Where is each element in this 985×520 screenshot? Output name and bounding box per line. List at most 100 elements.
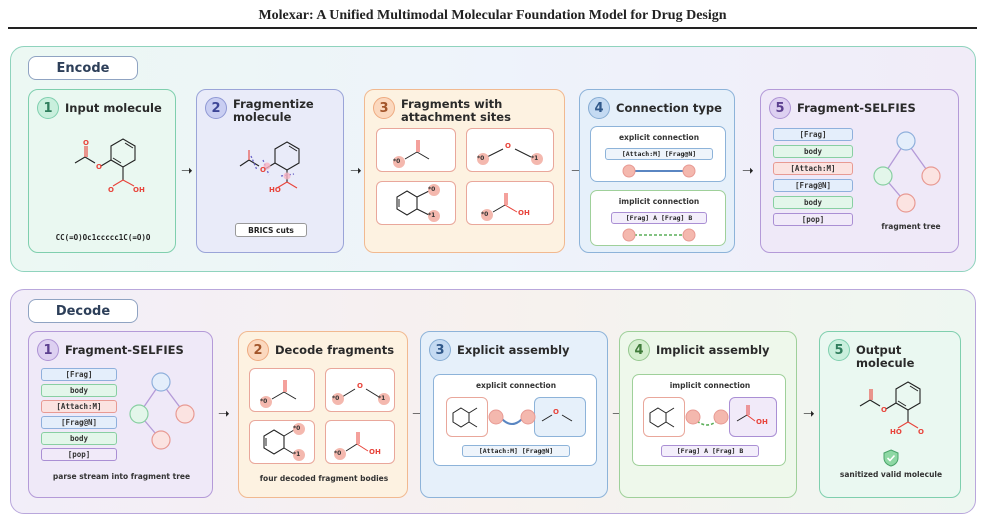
implicit-connection-label: implicit connection [618,197,700,206]
step-number-badge: 4 [628,339,650,361]
atom-label-o: O [357,382,363,390]
atom-label-ho: HO [890,428,902,436]
output-caption: sanitized valid molecule [839,470,943,479]
atom-label-o: O [505,142,511,150]
attach-site-label: *0 [293,425,301,432]
explicit-assembly-box: explicit connection O [Attach:M] [Frag@N… [433,374,597,466]
implicit-token-pill: [Frag] A [Frag] B [661,445,759,457]
decode-step-explicit-assembly: 3 Explicit assembly explicit connection … [420,331,608,498]
flow-arrow: ➝ [803,406,815,422]
encode-label: Encode [28,56,138,80]
step-title: Decode fragments [275,343,395,357]
atom-label-o: O [260,166,266,174]
fragment-carboxyl: OH *0 [325,420,395,464]
fragment-carboxyl: OH *0 [466,181,554,225]
decode-step-fragment-selfies: 1 Fragment-SELFIES [Frag] body [Attach:M… [28,331,213,498]
selfies-token: body [773,145,853,158]
explicit-connection-label: explicit connection [618,133,700,142]
step-title: Input molecule [65,101,162,115]
attach-site-label: *0 [332,395,340,402]
attach-site-label: *1 [531,155,539,162]
fragment-benzene: *0 *1 [249,420,315,464]
flow-arrow: ➝ [612,406,624,422]
decode-step-output-molecule: 5 Output molecule O HO O sanitized valid… [819,331,961,498]
step-title: Connection type [616,101,722,115]
attach-site-label: *0 [477,155,485,162]
attach-site-label: *0 [260,398,268,405]
step-number-badge: 5 [769,97,791,119]
step-number-badge: 1 [37,339,59,361]
atom-label-o: O [83,139,89,147]
step-title: Fragment-SELFIES [797,101,916,115]
parse-caption: parse stream into fragment tree [52,472,191,481]
cut-molecule-structure [239,141,300,189]
brics-cuts-label: BRICS cuts [235,223,307,237]
encode-step-fragment-selfies: 5 Fragment-SELFIES [Frag] body [Attach:M… [760,89,959,253]
fragment-acetyl: *0 [249,368,315,412]
flow-arrow: ➝ [412,406,424,422]
step-number-badge: 2 [205,97,227,119]
smiles-string: CC(=O)Oc1ccccc1C(=O)O [55,233,151,242]
selfies-token: [Frag@N] [41,416,117,429]
selfies-token: body [773,196,853,209]
explicit-connection-label: explicit connection [475,381,557,390]
flow-arrow: ➝ [218,406,230,422]
attach-site-label: *1 [428,212,436,219]
explicit-token-pill: [Attach:M] [Frag@N] [462,445,570,457]
explicit-token-pill: [Attach:M] [Frag@N] [605,148,713,160]
decode-step-implicit-assembly: 4 Implicit assembly implicit connection … [619,331,797,498]
flow-arrow: ➝ [181,163,193,179]
fragment-ether: O *0 *1 [466,128,554,172]
attach-site-label: *0 [393,158,401,165]
decode-section: Decode 1 Fragment-SELFIES [Frag] body [A… [10,289,976,514]
encode-section: Encode 1 Input molecule O O OH O CC(=O)O… [10,46,976,272]
page-title: Molexar: A Unified Multimodal Molecular … [258,8,727,23]
implicit-assembly-box: implicit connection OH [Frag] A [Frag] B [632,374,786,466]
fragment-tree-caption: fragment tree [881,222,941,231]
aspirin-structure [859,381,921,429]
title-rule [8,27,977,29]
encode-step-connection-type: 4 Connection type explicit connection [A… [579,89,735,253]
atom-label-oh: OH [133,186,145,194]
attach-site-label: *1 [293,451,301,458]
fragment-tree [873,131,941,213]
atom-label-o: O [108,186,114,194]
implicit-connection-label: implicit connection [669,381,751,390]
step-number-badge: 1 [37,97,59,119]
decode-caption: four decoded fragment bodies [259,474,389,483]
atom-label-o: O [96,163,102,171]
step-number-badge: 3 [429,339,451,361]
attach-site-label: *0 [481,211,489,218]
fragment-ether: O *0 *1 [325,368,395,412]
flow-arrow: ➝ [571,163,583,179]
selfies-token: [pop] [41,448,117,461]
step-number-badge: 2 [247,339,269,361]
decode-label: Decode [28,299,138,323]
step-number-badge: 4 [588,97,610,119]
step-title: Implicit assembly [656,343,770,357]
selfies-token: [Frag] [773,128,853,141]
benzene-fragment-box [643,397,685,437]
decode-step-decode-fragments: 2 Decode fragments *0 O *0 *1 *0 *1 OH *… [238,331,408,498]
flow-arrow: ➝ [742,163,754,179]
carboxyl-fragment-box [729,397,777,437]
atom-label-o: O [918,428,924,436]
selfies-token: body [41,384,117,397]
implicit-token-pill: [Frag] A [Frag] B [611,212,707,224]
explicit-connection-box: explicit connection [Attach:M] [Frag@N] [590,126,726,182]
attach-site-label: *1 [378,395,386,402]
attach-site-label: *0 [334,450,342,457]
step-number-badge: 5 [828,339,850,361]
fragment-acetyl: *0 [376,128,456,172]
flow-arrow: ➝ [350,163,362,179]
encode-step-input-molecule: 1 Input molecule O O OH O CC(=O)Oc1ccccc… [28,89,176,253]
fragment-tree [129,372,195,450]
atom-label-o: O [881,406,887,414]
atom-label-oh: OH [518,209,530,217]
shield-check-icon [883,449,899,467]
atom-label-ho: HO [269,186,281,194]
